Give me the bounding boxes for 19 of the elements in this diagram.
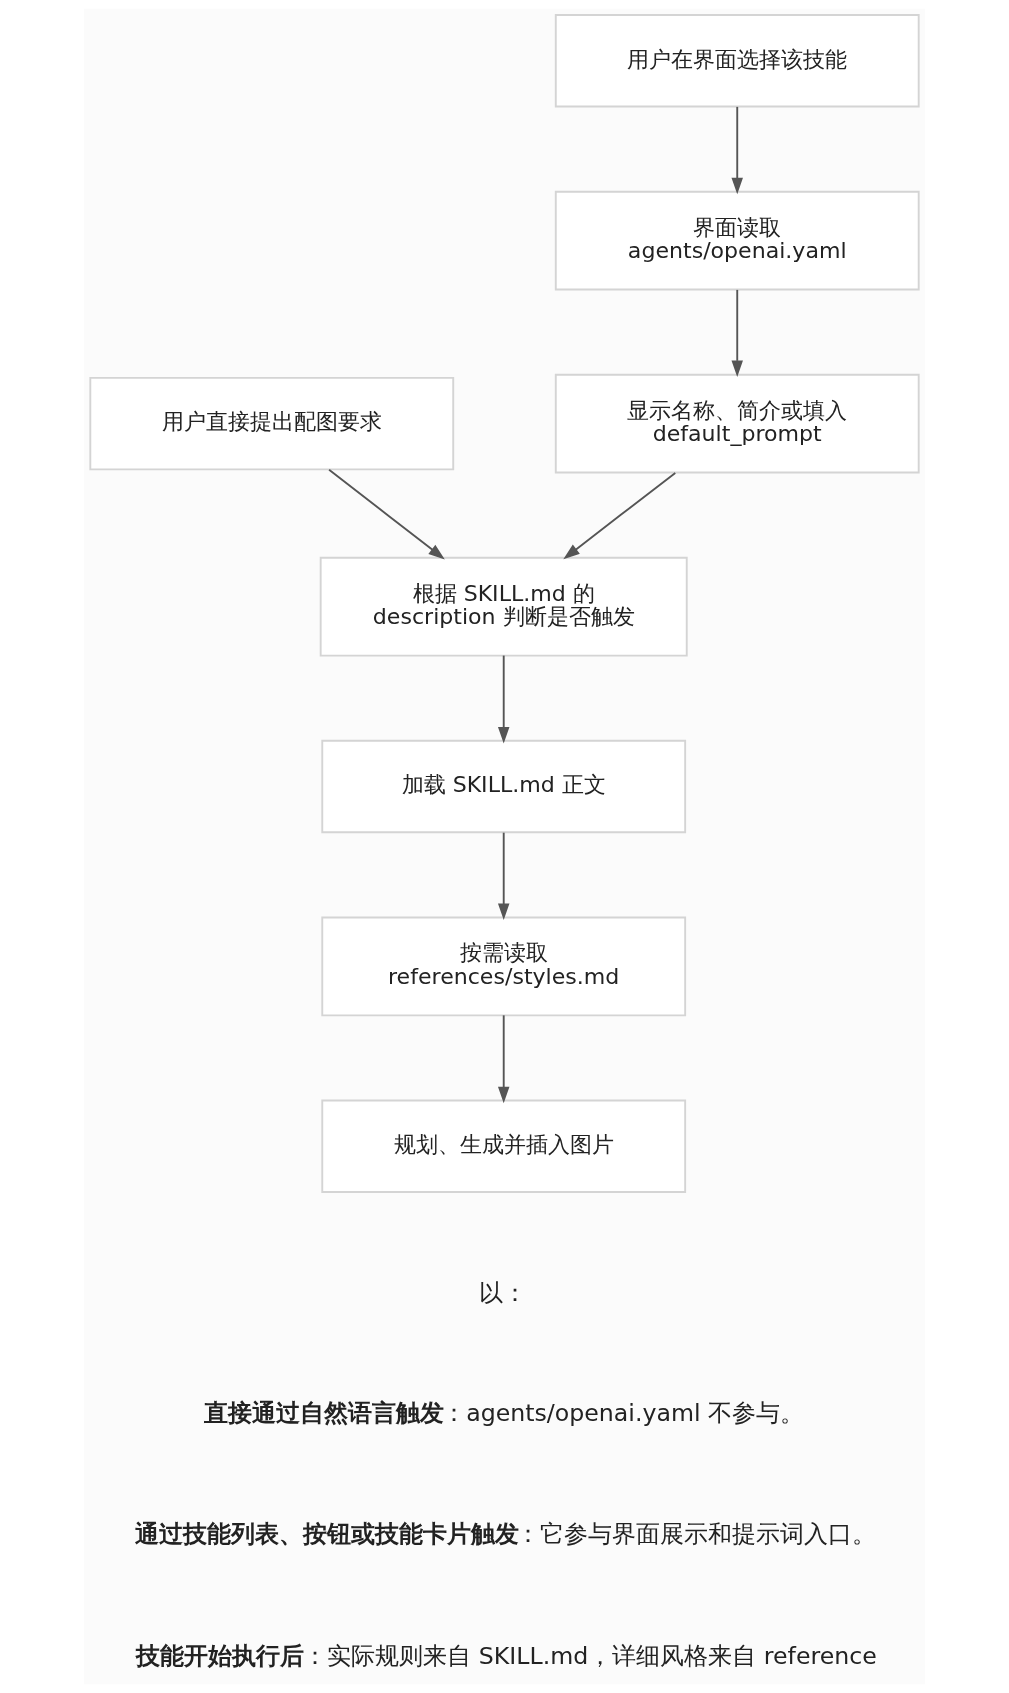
arrow (497, 654, 510, 744)
node-box: 按需读取 references/styles.md (321, 916, 687, 1017)
arrow (497, 1014, 510, 1104)
label: 直接通过自然语言触发：agents/openai.yaml 不参与。 (203, 1398, 805, 1427)
node-box: 规划、生成并插入图片 (321, 1099, 687, 1193)
label: 技能开始执行后：实际规则来自 SKILL.md，详细风格来自 reference (136, 1641, 877, 1670)
label: 通过技能列表、按钮或技能卡片触发：它参与界面展示和提示词入口。 (135, 1520, 876, 1549)
arrow (497, 831, 510, 921)
node-box: 用户直接提出配图要求 (89, 376, 455, 471)
arrow (328, 468, 445, 560)
arrow (563, 472, 677, 560)
arrow (731, 288, 743, 377)
node-box: 界面读取 agents/openai.yaml (554, 190, 920, 291)
node-box: 根据 SKILL.md 的 description 判断是否触发 (319, 556, 688, 657)
node-box: 用户在界面选择该技能 (554, 14, 920, 108)
node-box: 加载 SKILL.md 正文 (321, 739, 687, 834)
label: 以： (479, 1278, 528, 1307)
node-box: 显示名称、简介或填入 default_prompt (554, 373, 920, 474)
arrow (731, 105, 743, 195)
